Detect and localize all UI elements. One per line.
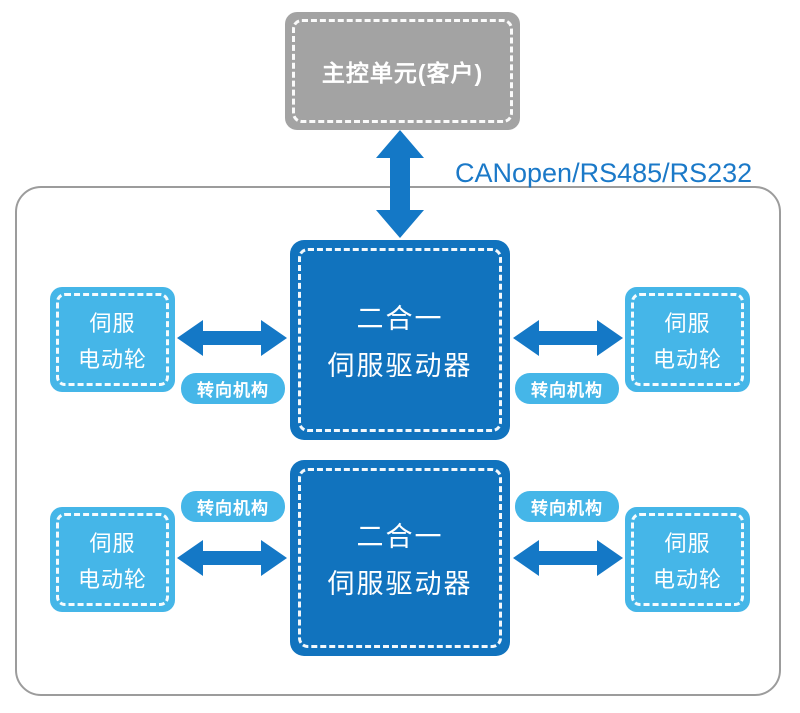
- main-control-unit-label: 主控单元(客户): [321, 60, 484, 86]
- servo-driver-box-top: 二合一 伺服驱动器: [290, 240, 510, 440]
- servo-wheel-label-line2: 电动轮: [77, 346, 147, 372]
- servo-wheel-label-line2: 电动轮: [652, 346, 722, 372]
- steering-mechanism-label-bottom-right: 转向机构: [515, 491, 619, 522]
- servo-wheel-box-top-left: 伺服 电动轮: [50, 287, 175, 392]
- dashed-border: [298, 468, 502, 648]
- servo-wheel-label-line2: 电动轮: [77, 566, 147, 592]
- left-double-arrow-icon-row1: [177, 320, 287, 356]
- servo-wheel-box-bottom-right: 伺服 电动轮: [625, 507, 750, 612]
- servo-wheel-box-top-right: 伺服 电动轮: [625, 287, 750, 392]
- servo-wheel-label-line1: 伺服: [89, 310, 136, 336]
- servo-wheel-label-line2: 电动轮: [652, 566, 722, 592]
- servo-wheel-box-bottom-left: 伺服 电动轮: [50, 507, 175, 612]
- right-double-arrow-icon-row2: [513, 540, 623, 576]
- protocol-label: CANopen/RS485/RS232: [455, 158, 753, 188]
- bus-double-arrow-icon: [376, 130, 424, 238]
- driver-label-line2: 伺服驱动器: [327, 569, 473, 599]
- servo-wheel-label-line1: 伺服: [664, 310, 711, 336]
- left-double-arrow-icon-row2: [177, 540, 287, 576]
- driver-label-line1: 二合一: [356, 304, 444, 334]
- steering-mechanism-label-top-right: 转向机构: [515, 373, 619, 404]
- servo-wheel-label-line1: 伺服: [664, 530, 711, 556]
- servo-driver-box-bottom: 二合一 伺服驱动器: [290, 460, 510, 656]
- servo-wheel-label-line1: 伺服: [89, 530, 136, 556]
- dashed-border: [298, 248, 502, 432]
- steering-mechanism-label-top-left: 转向机构: [181, 373, 285, 404]
- right-double-arrow-icon-row1: [513, 320, 623, 356]
- main-control-unit-box: 主控单元(客户): [285, 12, 520, 130]
- driver-label-line1: 二合一: [356, 522, 444, 552]
- driver-label-line2: 伺服驱动器: [327, 351, 473, 381]
- steering-mechanism-label-bottom-left: 转向机构: [181, 491, 285, 522]
